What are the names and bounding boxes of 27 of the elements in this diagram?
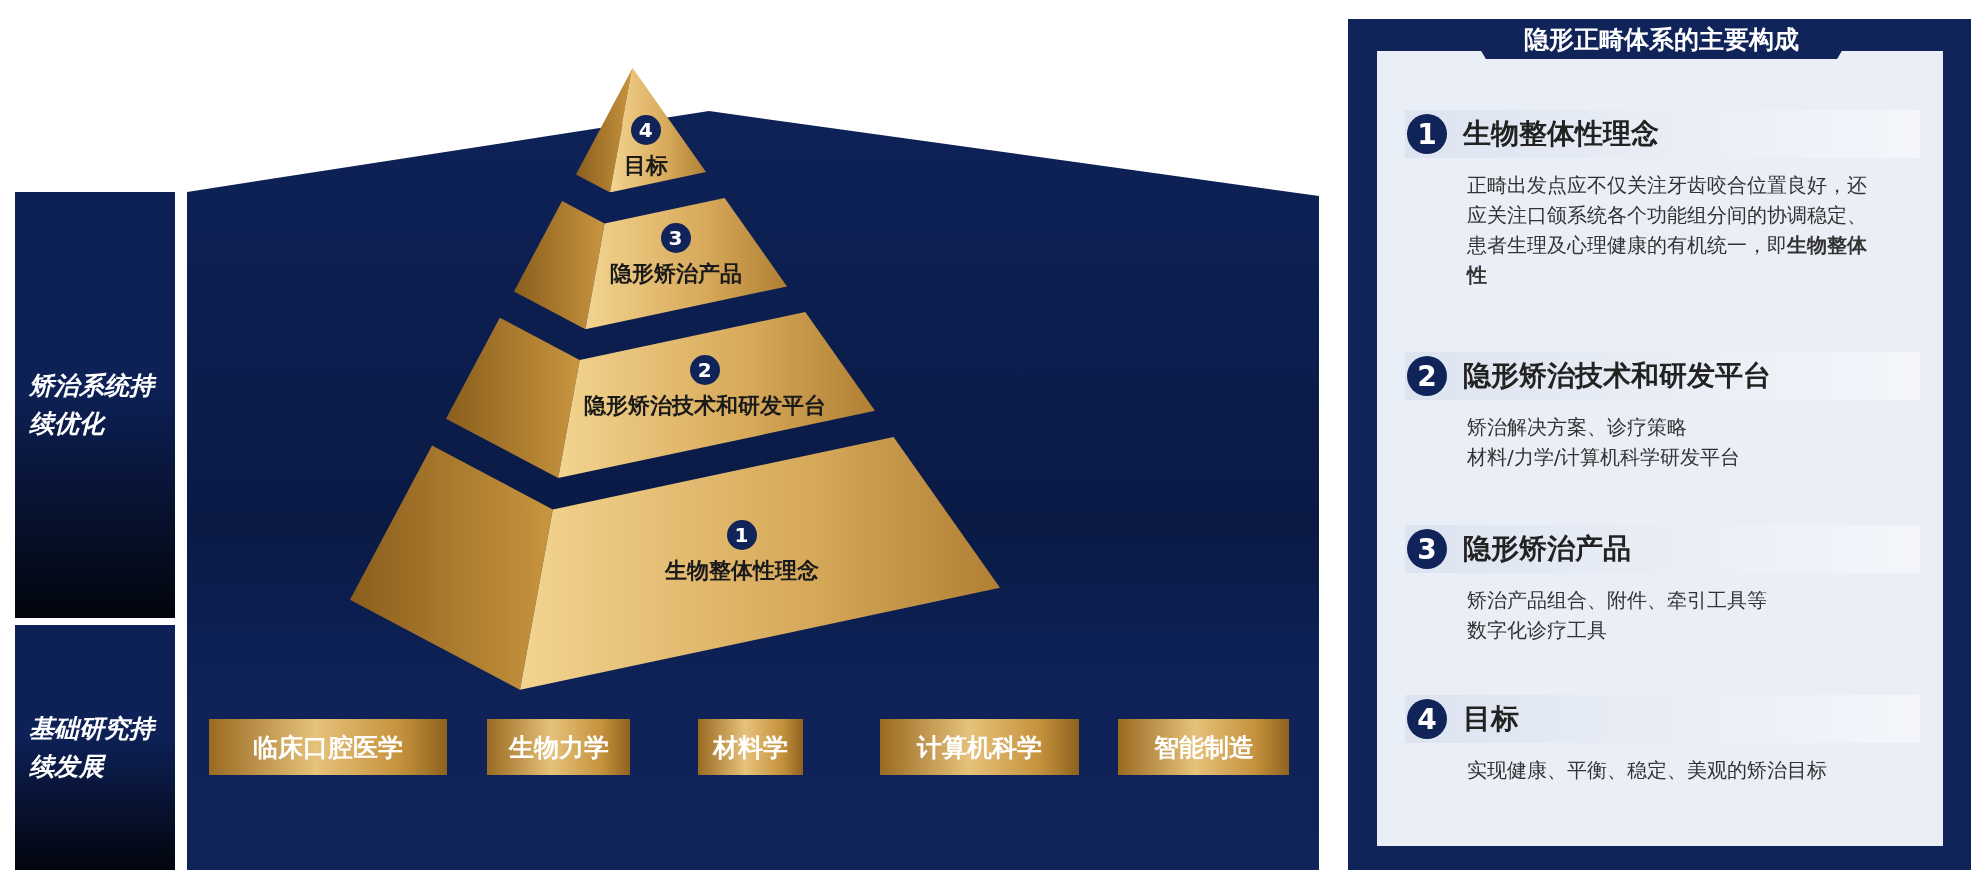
item-description: 正畸出发点应不仅关注牙齿咬合位置良好，还应关注口颌系统各个功能组分间的协调稳定、患者生理及心理健康的有机统一，即生物整体性 <box>1467 172 1867 289</box>
side-band <box>15 625 175 870</box>
band-label: 基础研究持续发展 <box>15 709 175 786</box>
item-heading: 生物整体性理念 <box>1463 116 1659 152</box>
item-description: 数字化诊疗工具 <box>1467 617 1608 644</box>
discipline-box: 临床口腔医学 <box>209 719 447 775</box>
discipline-box: 生物力学 <box>487 719 630 775</box>
side-band <box>15 192 175 618</box>
item-heading: 隐形矫治技术和研发平台 <box>1463 358 1771 394</box>
discipline-box: 计算机科学 <box>880 719 1079 775</box>
item-heading: 隐形矫治产品 <box>1463 531 1631 567</box>
layer-title: 生物整体性理念 <box>664 557 819 586</box>
step-number: 4 <box>1407 699 1447 739</box>
item-description: 矫治解决方案、诊疗策略 <box>1467 414 1688 441</box>
item-description: 矫治产品组合、附件、牵引工具等 <box>1467 587 1768 614</box>
step-number: 1 <box>1407 114 1447 154</box>
band-label: 矫治系统持续优化 <box>15 367 175 443</box>
item-description: 实现健康、平衡、稳定、美观的矫治目标 <box>1467 757 1828 784</box>
discipline-box: 智能制造 <box>1118 719 1289 775</box>
layer-title: 隐形矫治技术和研发平台 <box>583 391 826 420</box>
step-number: 2 <box>1407 356 1447 396</box>
layer-title: 目标 <box>623 152 668 181</box>
discipline-box: 材料学 <box>698 719 803 775</box>
item-description: 材料/力学/计算机科学研发平台 <box>1467 444 1742 471</box>
layer-title: 隐形矫治产品 <box>609 260 742 289</box>
item-heading: 目标 <box>1463 701 1519 737</box>
step-number: 3 <box>1407 529 1447 569</box>
